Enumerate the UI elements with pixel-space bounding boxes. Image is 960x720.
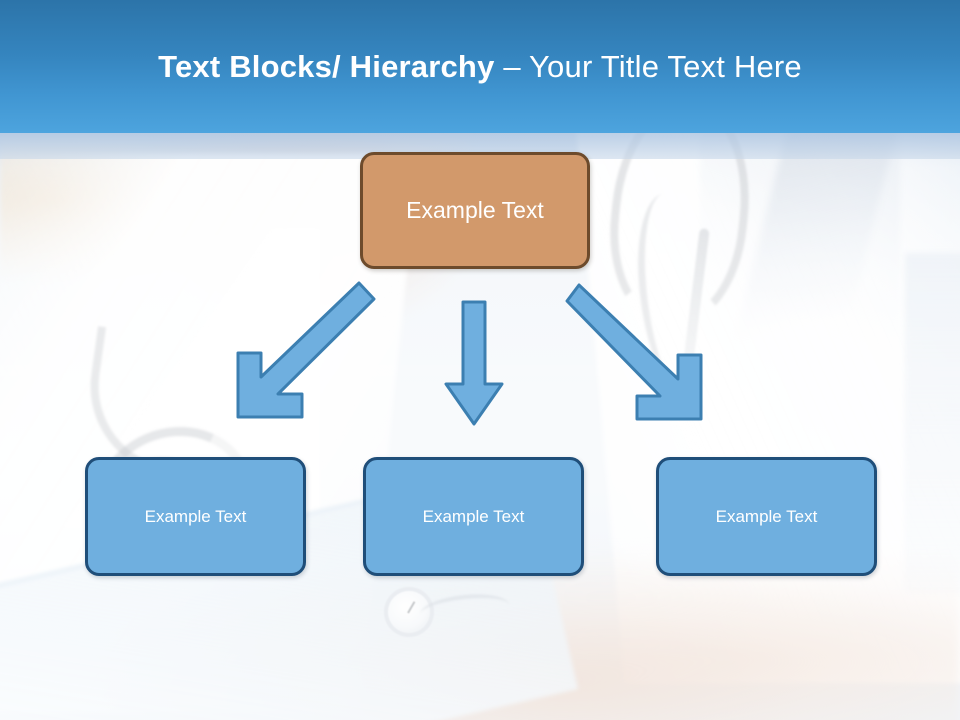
hierarchy-child-node-2[interactable]: Example Text bbox=[363, 457, 584, 576]
page-title-regular: Your Title Text Here bbox=[529, 49, 802, 84]
connector-arrow-down-right bbox=[565, 283, 715, 428]
hierarchy-child-node-3-label: Example Text bbox=[715, 506, 818, 526]
page-title-separator: – bbox=[494, 49, 530, 84]
hierarchy-root-node-label: Example Text bbox=[406, 197, 544, 223]
header-bar: Text Blocks/ Hierarchy – Your Title Text… bbox=[0, 0, 960, 133]
connector-arrow-down-left bbox=[232, 281, 382, 428]
page-title: Text Blocks/ Hierarchy – Your Title Text… bbox=[0, 48, 960, 86]
hierarchy-child-node-2-label: Example Text bbox=[422, 506, 525, 526]
page-title-bold: Text Blocks/ Hierarchy bbox=[158, 49, 495, 84]
hierarchy-child-node-1[interactable]: Example Text bbox=[85, 457, 306, 576]
hierarchy-child-node-3[interactable]: Example Text bbox=[656, 457, 877, 576]
hierarchy-root-node[interactable]: Example Text bbox=[360, 152, 590, 269]
connector-arrow-down bbox=[443, 300, 505, 428]
hierarchy-child-node-1-label: Example Text bbox=[144, 506, 247, 526]
